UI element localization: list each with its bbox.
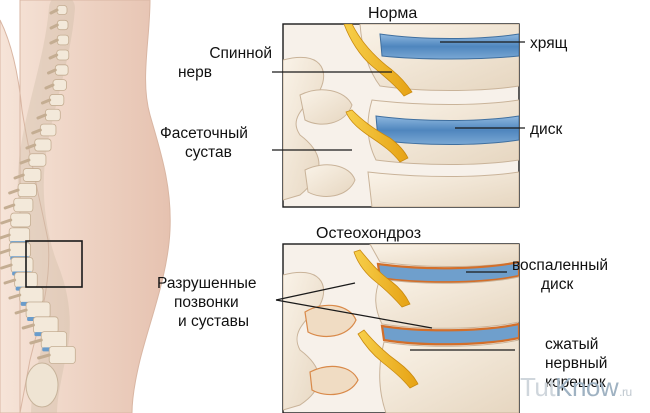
spinous-process — [14, 308, 28, 315]
vertebra — [22, 168, 42, 182]
watermark-logo: TutKnow.ru — [520, 372, 632, 402]
label-disc: диск — [530, 121, 563, 138]
label-facet-joint: Фасеточный сустав — [160, 125, 248, 161]
zoom-region-frame — [25, 240, 83, 288]
vertebra — [44, 108, 61, 122]
normal-spinal-nerve-upper — [343, 24, 413, 97]
spinous-process — [25, 143, 37, 150]
vertebra — [13, 197, 34, 213]
vertebra — [28, 153, 47, 167]
vertebra — [56, 19, 69, 31]
spine-vertebrae — [0, 5, 76, 364]
vertebra — [25, 301, 51, 319]
spinous-process — [49, 8, 59, 15]
vertebra — [34, 138, 52, 152]
leader-lines — [272, 41, 525, 351]
label-spinal-nerve: Спинной нерв — [178, 45, 272, 81]
normal-title: Норма — [368, 5, 418, 22]
spine-column — [0, 0, 76, 413]
inflamed-disc-upper — [376, 260, 519, 284]
label-destroyed-vertebrae: Разрушенные позвонки и суставы — [157, 275, 257, 330]
normal-disc-upper — [379, 33, 519, 60]
spinous-process — [40, 98, 52, 105]
spinous-process — [3, 278, 17, 285]
spinous-process — [49, 23, 59, 30]
spinous-process — [8, 188, 20, 195]
spinous-process — [48, 53, 59, 60]
spinous-process — [44, 83, 55, 90]
vertebra — [10, 257, 34, 273]
spinous-process — [0, 263, 13, 270]
vertebra — [17, 182, 37, 197]
osteochondrosis-title: Остеохондроз — [316, 225, 422, 242]
spinous-process — [3, 203, 16, 210]
vertebra — [39, 123, 57, 137]
vertebra — [8, 242, 31, 258]
spinous-process — [29, 338, 43, 345]
spinous-process — [0, 248, 11, 255]
normal-spinal-nerve-lower — [345, 109, 409, 163]
vertebra — [56, 34, 70, 46]
spinous-process — [8, 293, 22, 300]
vertebra — [56, 49, 70, 61]
vertebra — [33, 316, 59, 334]
vertebra — [8, 227, 31, 243]
vertebra — [49, 94, 65, 106]
normal-panel — [282, 23, 520, 208]
spinous-process — [19, 158, 31, 165]
label-inflamed-disc: воспаленный диск — [512, 257, 609, 293]
spinous-process — [21, 323, 35, 330]
label-compressed-root: сжатый нервный корешок — [545, 336, 608, 391]
spinous-process — [36, 113, 47, 120]
spinous-process — [37, 353, 51, 360]
vertebra — [52, 79, 67, 91]
normal-disc-lower — [375, 115, 519, 145]
spinous-process — [0, 218, 13, 225]
vertebra — [19, 286, 44, 304]
sacrum — [25, 362, 59, 408]
vertebra — [10, 212, 31, 228]
spinous-process — [49, 38, 59, 45]
vertebra — [40, 331, 68, 349]
vertebra — [54, 64, 69, 76]
compressed-nerve-root — [357, 329, 419, 389]
spinous-process — [31, 128, 42, 135]
vertebra — [48, 346, 76, 364]
osteochondrosis-panel — [282, 243, 520, 413]
spinous-process — [47, 68, 57, 75]
inflamed-disc-lower — [380, 322, 519, 346]
spinous-process — [0, 233, 11, 240]
label-cartilage: хрящ — [530, 35, 568, 52]
spinous-process — [13, 173, 25, 180]
